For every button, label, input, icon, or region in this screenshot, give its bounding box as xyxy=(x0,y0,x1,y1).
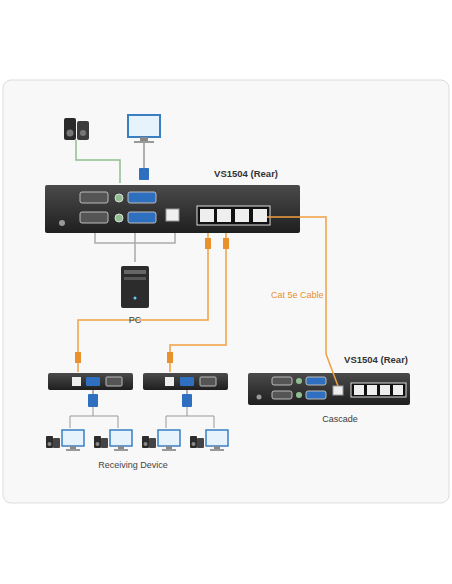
main-unit xyxy=(45,185,300,233)
pc-node: PC xyxy=(110,262,160,328)
drive-bay xyxy=(124,270,146,274)
rj45-port xyxy=(253,209,267,222)
av-cable xyxy=(166,407,187,428)
cat5e-cable xyxy=(267,216,300,218)
av-cable xyxy=(93,416,118,428)
cable-label: Cat 5e Cable xyxy=(270,289,325,301)
output-ports xyxy=(197,206,270,225)
output-ports xyxy=(351,383,406,397)
rj45-port xyxy=(217,209,231,222)
receiver-unit xyxy=(143,373,228,390)
speaker xyxy=(77,121,89,140)
vga-cable xyxy=(143,143,145,168)
monitor-base xyxy=(134,141,154,143)
audio-jack xyxy=(115,214,123,222)
serial-port xyxy=(272,377,292,385)
pc-link xyxy=(134,233,136,262)
vga-port xyxy=(306,391,326,399)
vga-port xyxy=(128,192,156,203)
device-body xyxy=(248,373,410,405)
group-label: Receiving Device xyxy=(98,459,168,471)
cat5e-cable xyxy=(170,233,226,372)
cat5e-connector xyxy=(300,217,326,354)
panel xyxy=(3,80,449,503)
rj45-port xyxy=(200,209,214,222)
vga-plug xyxy=(182,394,192,407)
role-label: Cascade xyxy=(322,413,358,425)
vga-cable xyxy=(186,390,188,394)
monitor-speaker-set xyxy=(190,430,228,451)
power-led xyxy=(134,297,137,300)
rj45-plug xyxy=(205,238,211,249)
rj45-port xyxy=(72,377,81,386)
receivers xyxy=(46,373,228,451)
drive-bay xyxy=(124,277,146,280)
device-body xyxy=(45,185,300,233)
vga-plug xyxy=(139,168,149,180)
cat5e-cable xyxy=(78,233,208,372)
rj45-port xyxy=(333,386,343,395)
serial-port xyxy=(200,377,216,386)
monitor-stand xyxy=(140,137,148,141)
rj45-plug xyxy=(75,352,81,363)
audio-jack xyxy=(296,392,302,398)
av-cable xyxy=(187,416,214,428)
speaker xyxy=(64,118,76,140)
pc-link xyxy=(95,233,175,308)
receiver-cables xyxy=(75,233,229,372)
device-title: VS1504 (Rear) xyxy=(214,168,278,180)
monitor-speaker-set xyxy=(142,430,180,451)
vga-port xyxy=(306,377,326,385)
rj45-port xyxy=(235,209,249,222)
top-peripherals xyxy=(64,115,160,183)
monitor-speaker-set xyxy=(46,430,84,451)
speaker-cone xyxy=(80,130,86,136)
serial-port xyxy=(272,391,292,399)
vga-plug xyxy=(88,394,98,407)
monitor-speaker-set xyxy=(94,430,132,451)
cat5e-cable xyxy=(326,354,338,386)
device-title: VS1504 (Rear) xyxy=(344,354,408,366)
cascade-node: VS1504 (Rear) Cascade xyxy=(248,354,410,426)
rj45-port xyxy=(165,377,174,386)
serial-port xyxy=(80,192,108,203)
speaker-cone xyxy=(67,130,74,137)
pc-tower xyxy=(121,266,149,308)
cascade-unit xyxy=(248,354,410,405)
av-cable xyxy=(70,407,93,428)
vga-port xyxy=(180,377,194,386)
vga-port xyxy=(86,377,100,386)
monitor xyxy=(128,115,160,137)
rj45-port xyxy=(393,385,403,395)
rj45-port xyxy=(166,209,179,221)
vga-port xyxy=(128,212,156,223)
receiver-unit xyxy=(48,373,133,390)
audio-jack xyxy=(115,194,123,202)
audio-cable xyxy=(76,140,120,183)
rj45-port xyxy=(380,385,390,395)
rj45-plug xyxy=(223,238,229,249)
device-label: PC xyxy=(129,314,142,326)
power-jack xyxy=(59,220,65,226)
power-jack xyxy=(257,395,262,400)
vga-cable xyxy=(92,390,94,394)
audio-jack xyxy=(296,378,302,384)
rj45-port xyxy=(354,385,364,395)
serial-port xyxy=(80,212,108,223)
serial-port xyxy=(106,377,122,386)
switch-unit: VS1504 (Rear) xyxy=(45,166,300,233)
rj45-port xyxy=(367,385,377,395)
rj45-plug xyxy=(167,352,173,363)
